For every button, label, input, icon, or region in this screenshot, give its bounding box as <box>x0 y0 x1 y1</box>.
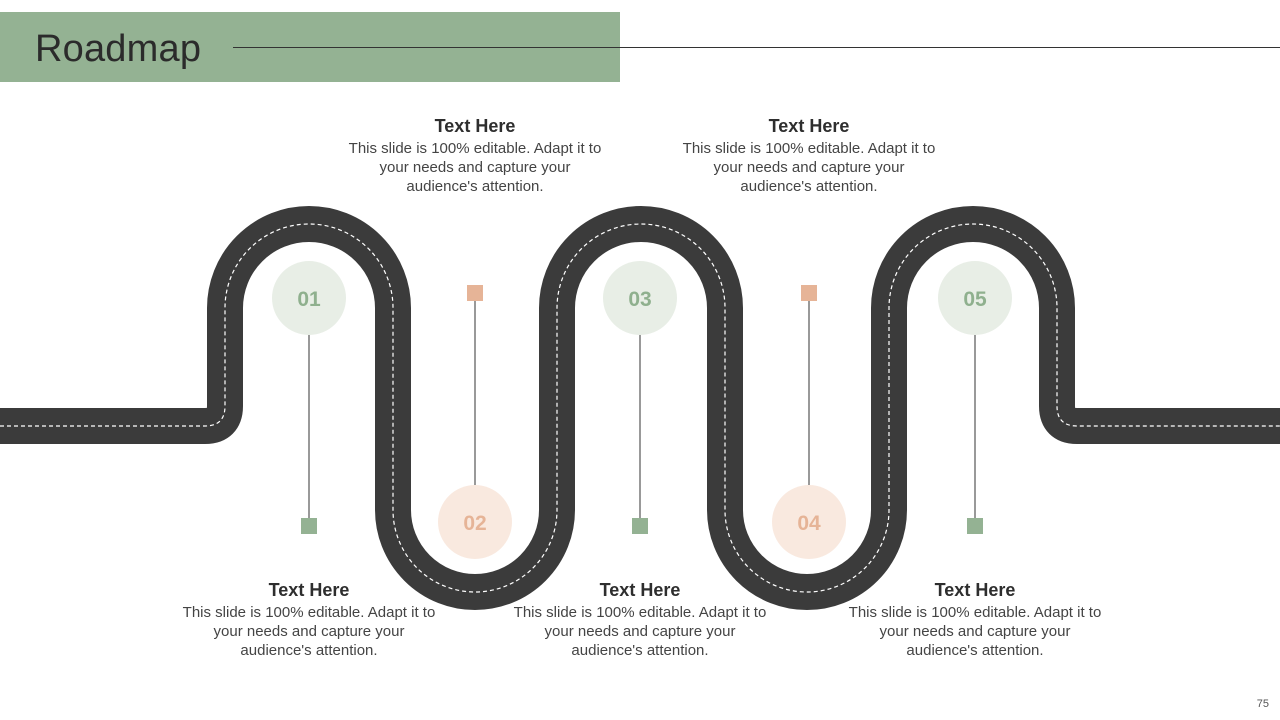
card-body-04: This slide is 100% editable. Adapt it to… <box>682 140 936 195</box>
road-centerline <box>0 223 1280 593</box>
milestone-number-02: 02 <box>463 512 486 535</box>
milestone-circle-02 <box>438 485 512 559</box>
milestone-03: 03 <box>603 261 677 534</box>
milestone-circle-04 <box>772 485 846 559</box>
milestone-card-03: Text Here This slide is 100% editable. A… <box>510 579 770 660</box>
milestone-circle-05 <box>938 261 1012 335</box>
card-title-05: Text Here <box>934 580 1016 600</box>
marker-square-01 <box>301 518 317 534</box>
card-title-01: Text Here <box>268 580 350 600</box>
milestone-05: 05 <box>938 261 1012 534</box>
card-title-04: Text Here <box>768 116 850 136</box>
milestone-circle-03 <box>603 261 677 335</box>
milestone-circle-01 <box>272 261 346 335</box>
card-body-03: This slide is 100% editable. Adapt it to… <box>513 604 767 659</box>
milestone-number-05: 05 <box>963 288 987 311</box>
milestone-01: 01 <box>272 261 346 534</box>
milestone-card-05: Text Here This slide is 100% editable. A… <box>845 579 1105 660</box>
card-body-02: This slide is 100% editable. Adapt it to… <box>348 140 602 195</box>
milestone-number-01: 01 <box>297 288 321 311</box>
card-body-01: This slide is 100% editable. Adapt it to… <box>182 604 436 659</box>
milestone-number-04: 04 <box>797 512 821 535</box>
marker-square-03 <box>632 518 648 534</box>
page-number: 75 <box>1256 698 1269 710</box>
slide-title: Roadmap <box>35 28 202 70</box>
milestone-card-01: Text Here This slide is 100% editable. A… <box>179 579 439 660</box>
card-body-05: This slide is 100% editable. Adapt it to… <box>848 604 1102 659</box>
title-rule <box>233 47 1280 48</box>
milestone-card-02: Text Here This slide is 100% editable. A… <box>345 115 605 196</box>
marker-square-04 <box>801 285 817 301</box>
marker-square-05 <box>967 518 983 534</box>
marker-square-02 <box>467 285 483 301</box>
milestone-number-03: 03 <box>628 288 651 311</box>
card-title-02: Text Here <box>434 116 516 136</box>
milestone-04: 04 <box>772 285 846 559</box>
milestone-02: 02 <box>438 285 512 559</box>
card-title-03: Text Here <box>599 580 681 600</box>
milestone-card-04: Text Here This slide is 100% editable. A… <box>679 115 939 196</box>
